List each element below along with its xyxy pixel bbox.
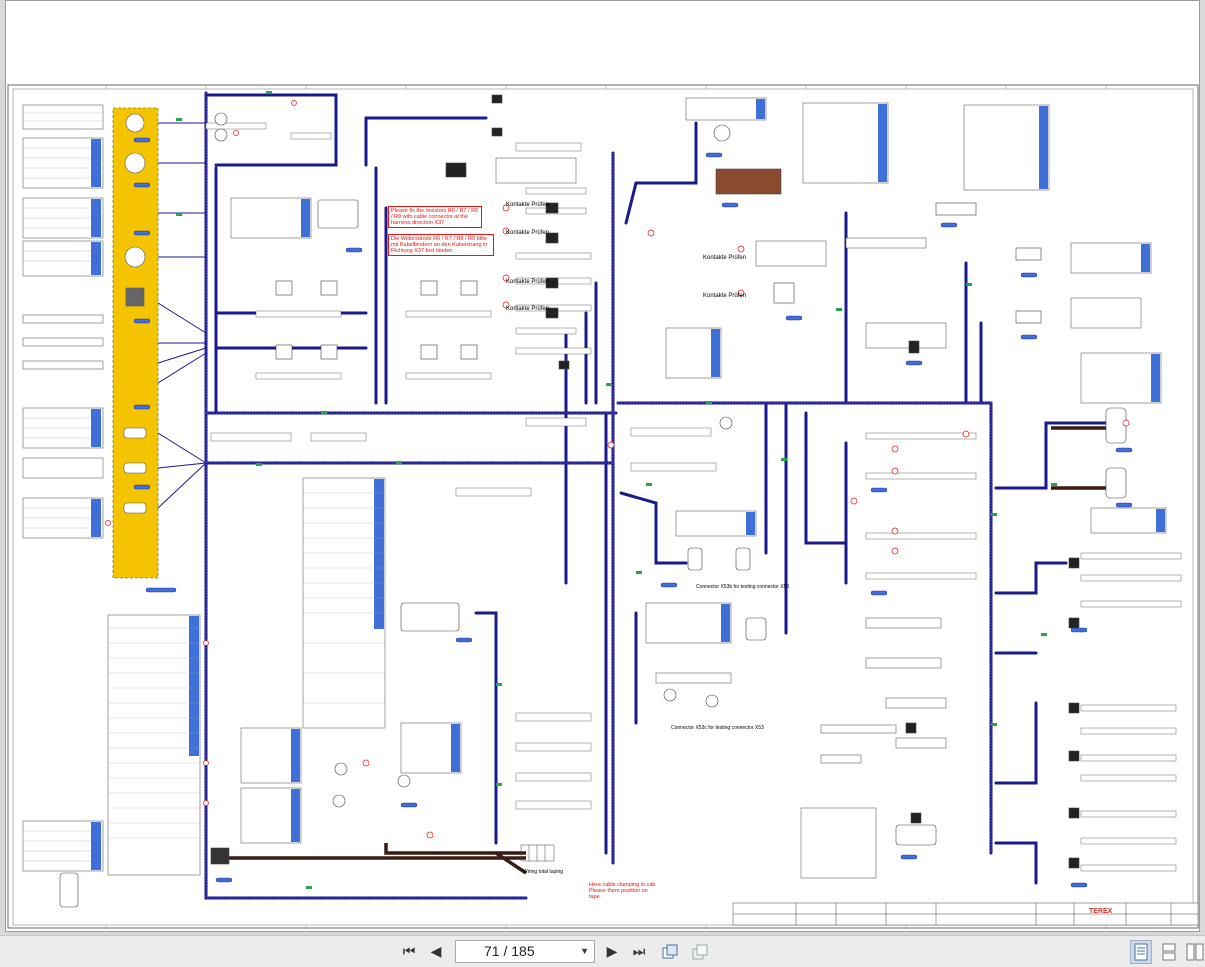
resistor-note-en: Please fix the resistors R6 / R7 / R8 / …: [388, 206, 482, 228]
first-page-icon: ⏮: [402, 944, 416, 960]
first-page-button[interactable]: ⏮: [398, 941, 420, 963]
fit-button[interactable]: [689, 941, 711, 963]
blue-pills: [133, 137, 1133, 888]
single-page-view-button[interactable]: [1130, 940, 1152, 964]
panel-connectors: [123, 113, 147, 514]
panel-branches: [157, 122, 207, 509]
kontakte-label-1: Kontakte Prüfen: [506, 202, 550, 208]
kontakte-label-6: Kontakte Prüfen: [703, 293, 747, 299]
prev-page-button[interactable]: ◀: [425, 941, 447, 963]
continuous-icon: [1162, 943, 1176, 961]
next-page-icon: ▶: [606, 944, 618, 960]
red-markers: [105, 100, 1130, 839]
title-block: [732, 902, 1199, 926]
left-tables: [22, 104, 386, 876]
connector-x53c-note: Connector X53c for testing connector X53: [671, 725, 764, 731]
fit-icon: [692, 944, 708, 960]
table-blue-cells: [91, 139, 384, 870]
green-tags: [176, 91, 1057, 889]
harness-dark-sections: [216, 426, 1106, 875]
drawing-inner-frame: [12, 88, 1194, 926]
chevron-down-icon: ▼: [580, 946, 589, 956]
connector-table-blue: [291, 99, 1165, 842]
taping-grid: [520, 844, 555, 862]
kontakte-label-3: Kontakte Prüfen: [506, 279, 550, 285]
drawing-page: TEREX Please fix the resistors R6 / R7 /…: [5, 0, 1200, 932]
round-connectors: [214, 112, 733, 808]
resistor-note-de: Die Widerstände R6 / R7 / R8 / R9 bitte …: [388, 234, 494, 256]
kontakte-label-5: Kontakte Prüfen: [703, 255, 747, 261]
connector-x53b-note: Connector X53b for testing connector X53: [696, 584, 790, 590]
prev-page-icon: ◀: [430, 944, 442, 960]
connector-bodies: [59, 94, 1127, 908]
kontakte-label-4: Kontakte Prüfen: [506, 306, 550, 312]
two-page-view-button[interactable]: [1184, 940, 1205, 964]
page-number-select[interactable]: 71 / 185 ▼: [455, 940, 595, 963]
rotate-icon: [662, 944, 678, 959]
document-area[interactable]: TEREX Please fix the resistors R6 / R7 /…: [0, 0, 1205, 935]
wiring-diagram: TEREX: [7, 84, 1199, 929]
cable-clamping-note: Here cable clamping in cab Please them p…: [589, 882, 659, 900]
continuous-view-button[interactable]: [1158, 940, 1180, 964]
page-number-value: 71 / 185: [484, 943, 535, 959]
harness-texture: [205, 93, 992, 899]
harness-trunks: [204, 91, 1108, 900]
next-page-button[interactable]: ▶: [601, 941, 623, 963]
kontakte-label-2: Kontakte Prüfen: [506, 230, 550, 236]
left-table-rules: [23, 112, 103, 862]
last-page-icon: ⏭: [632, 944, 646, 960]
title-block-brand: TEREX: [1089, 908, 1113, 915]
grid-ticks: [105, 85, 1107, 929]
single-page-icon: [1134, 943, 1148, 961]
viewer-toolbar: ⏮ ◀ 71 / 185 ▼ ▶ ⏭: [0, 935, 1205, 967]
last-page-button[interactable]: ⏭: [628, 941, 650, 963]
wiring-taping-label: Wiring total taping: [523, 869, 564, 875]
drawing-frame: [7, 84, 1199, 929]
branch-tables: [205, 122, 1182, 872]
rotate-button[interactable]: [659, 941, 681, 963]
long-table-rules: [108, 492, 385, 839]
two-page-icon: [1186, 943, 1204, 961]
